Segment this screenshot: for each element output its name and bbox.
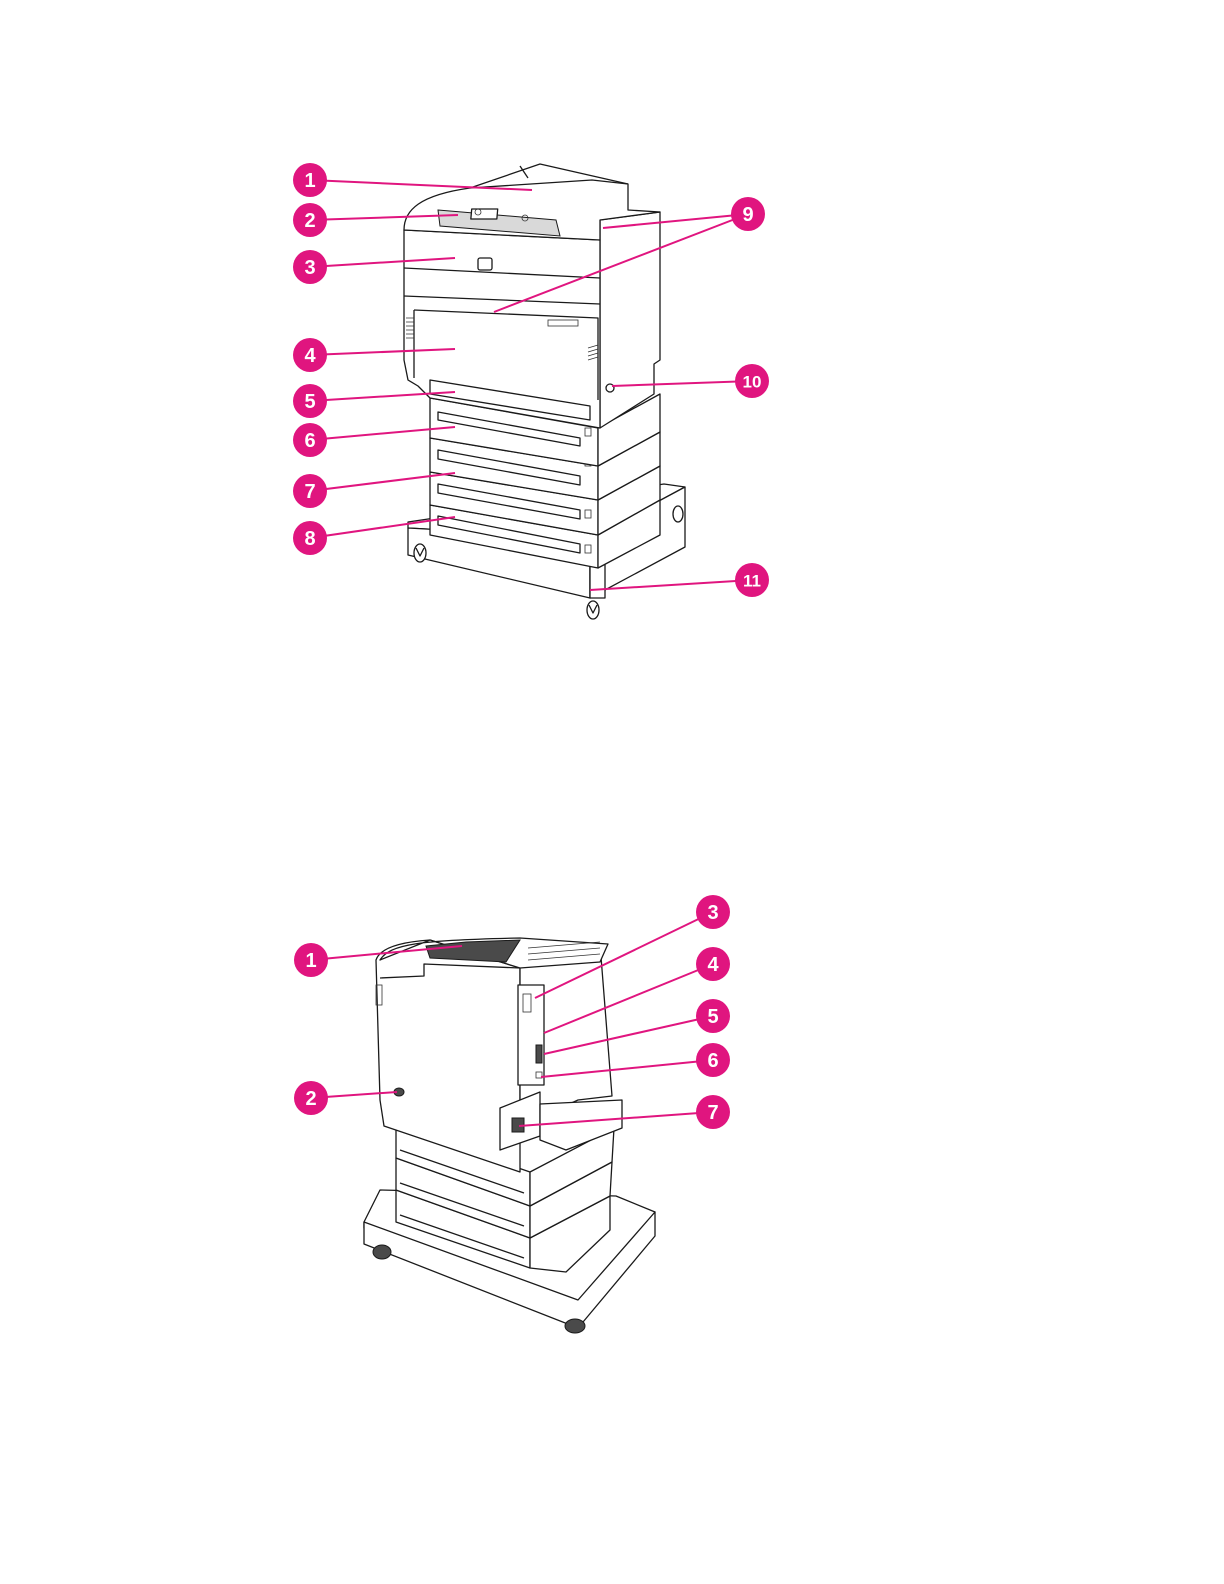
rear-callout-number-3: 3	[707, 902, 718, 924]
rear-callout-number-7: 7	[707, 1102, 718, 1124]
rear-callout-number-1: 1	[305, 950, 316, 972]
rear-callout-number-6: 6	[707, 1050, 718, 1072]
printer-rear-view: 1 2 3 4 5 6 7	[0, 0, 1224, 1400]
rear-callout-number-4: 4	[707, 954, 719, 976]
rear-callout-number-5: 5	[707, 1006, 718, 1028]
rear-callout-number-2: 2	[305, 1088, 316, 1110]
